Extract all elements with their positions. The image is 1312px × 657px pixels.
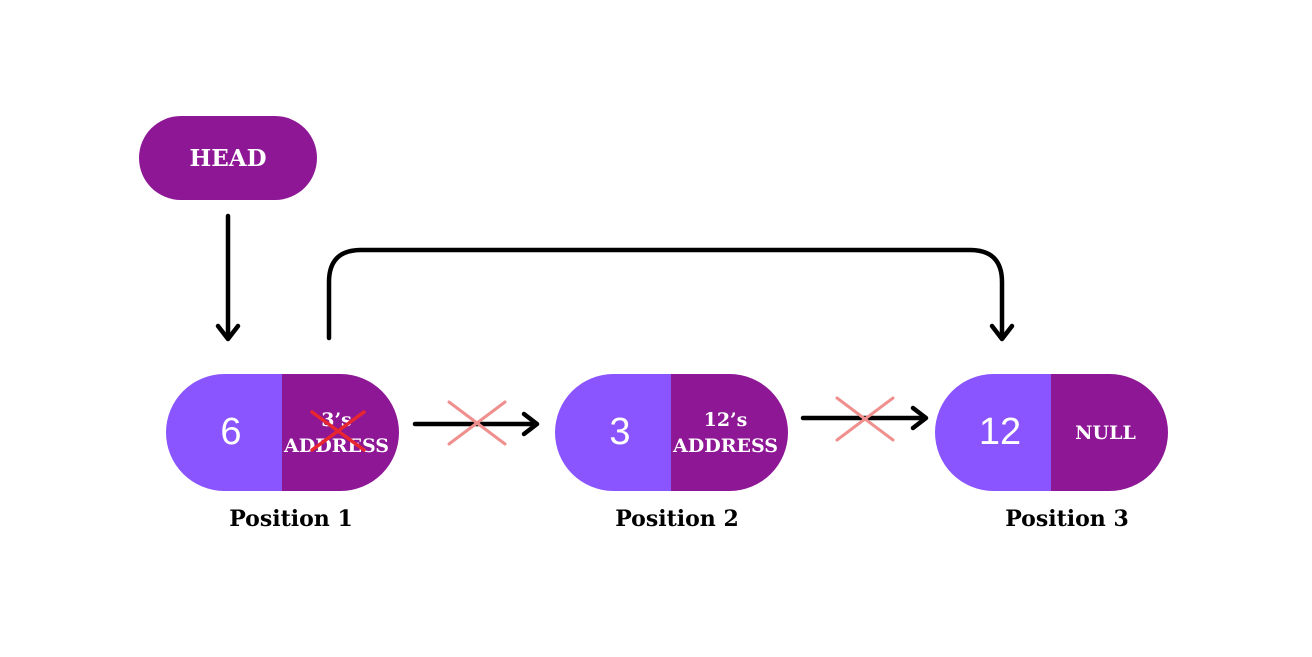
- node-1-next-crossed-out-x-icon: [310, 410, 366, 452]
- position-2-label: Position 2: [615, 506, 739, 532]
- node1-to-node3-arrow: [326, 247, 1015, 342]
- node-2-value: 3: [555, 374, 671, 491]
- node-2-next-pointer: 12’s ADDRESS: [671, 374, 788, 491]
- list-node-2: 3 12’s ADDRESS: [555, 374, 788, 491]
- node-1-next-pointer: 3’s ADDRESS: [282, 374, 399, 491]
- node-3-value: 12: [935, 374, 1051, 491]
- node1-to-node2-removed-x-icon: [447, 400, 507, 446]
- head-pointer: HEAD: [139, 116, 317, 200]
- head-to-node1-arrow: [215, 213, 241, 342]
- list-node-1: 6 3’s ADDRESS: [166, 374, 399, 491]
- position-1-label: Position 1: [229, 506, 353, 532]
- node-1-value: 6: [166, 374, 282, 491]
- list-node-3: 12 NULL: [935, 374, 1168, 491]
- node-2-next-line2: ADDRESS: [673, 434, 778, 457]
- node-2-next-line1: 12’s: [703, 408, 748, 431]
- node2-to-node3-removed-x-icon: [835, 396, 895, 442]
- position-3-label: Position 3: [1005, 506, 1129, 532]
- node-3-next-line1: NULL: [1075, 421, 1136, 444]
- node-3-next-pointer: NULL: [1051, 374, 1168, 491]
